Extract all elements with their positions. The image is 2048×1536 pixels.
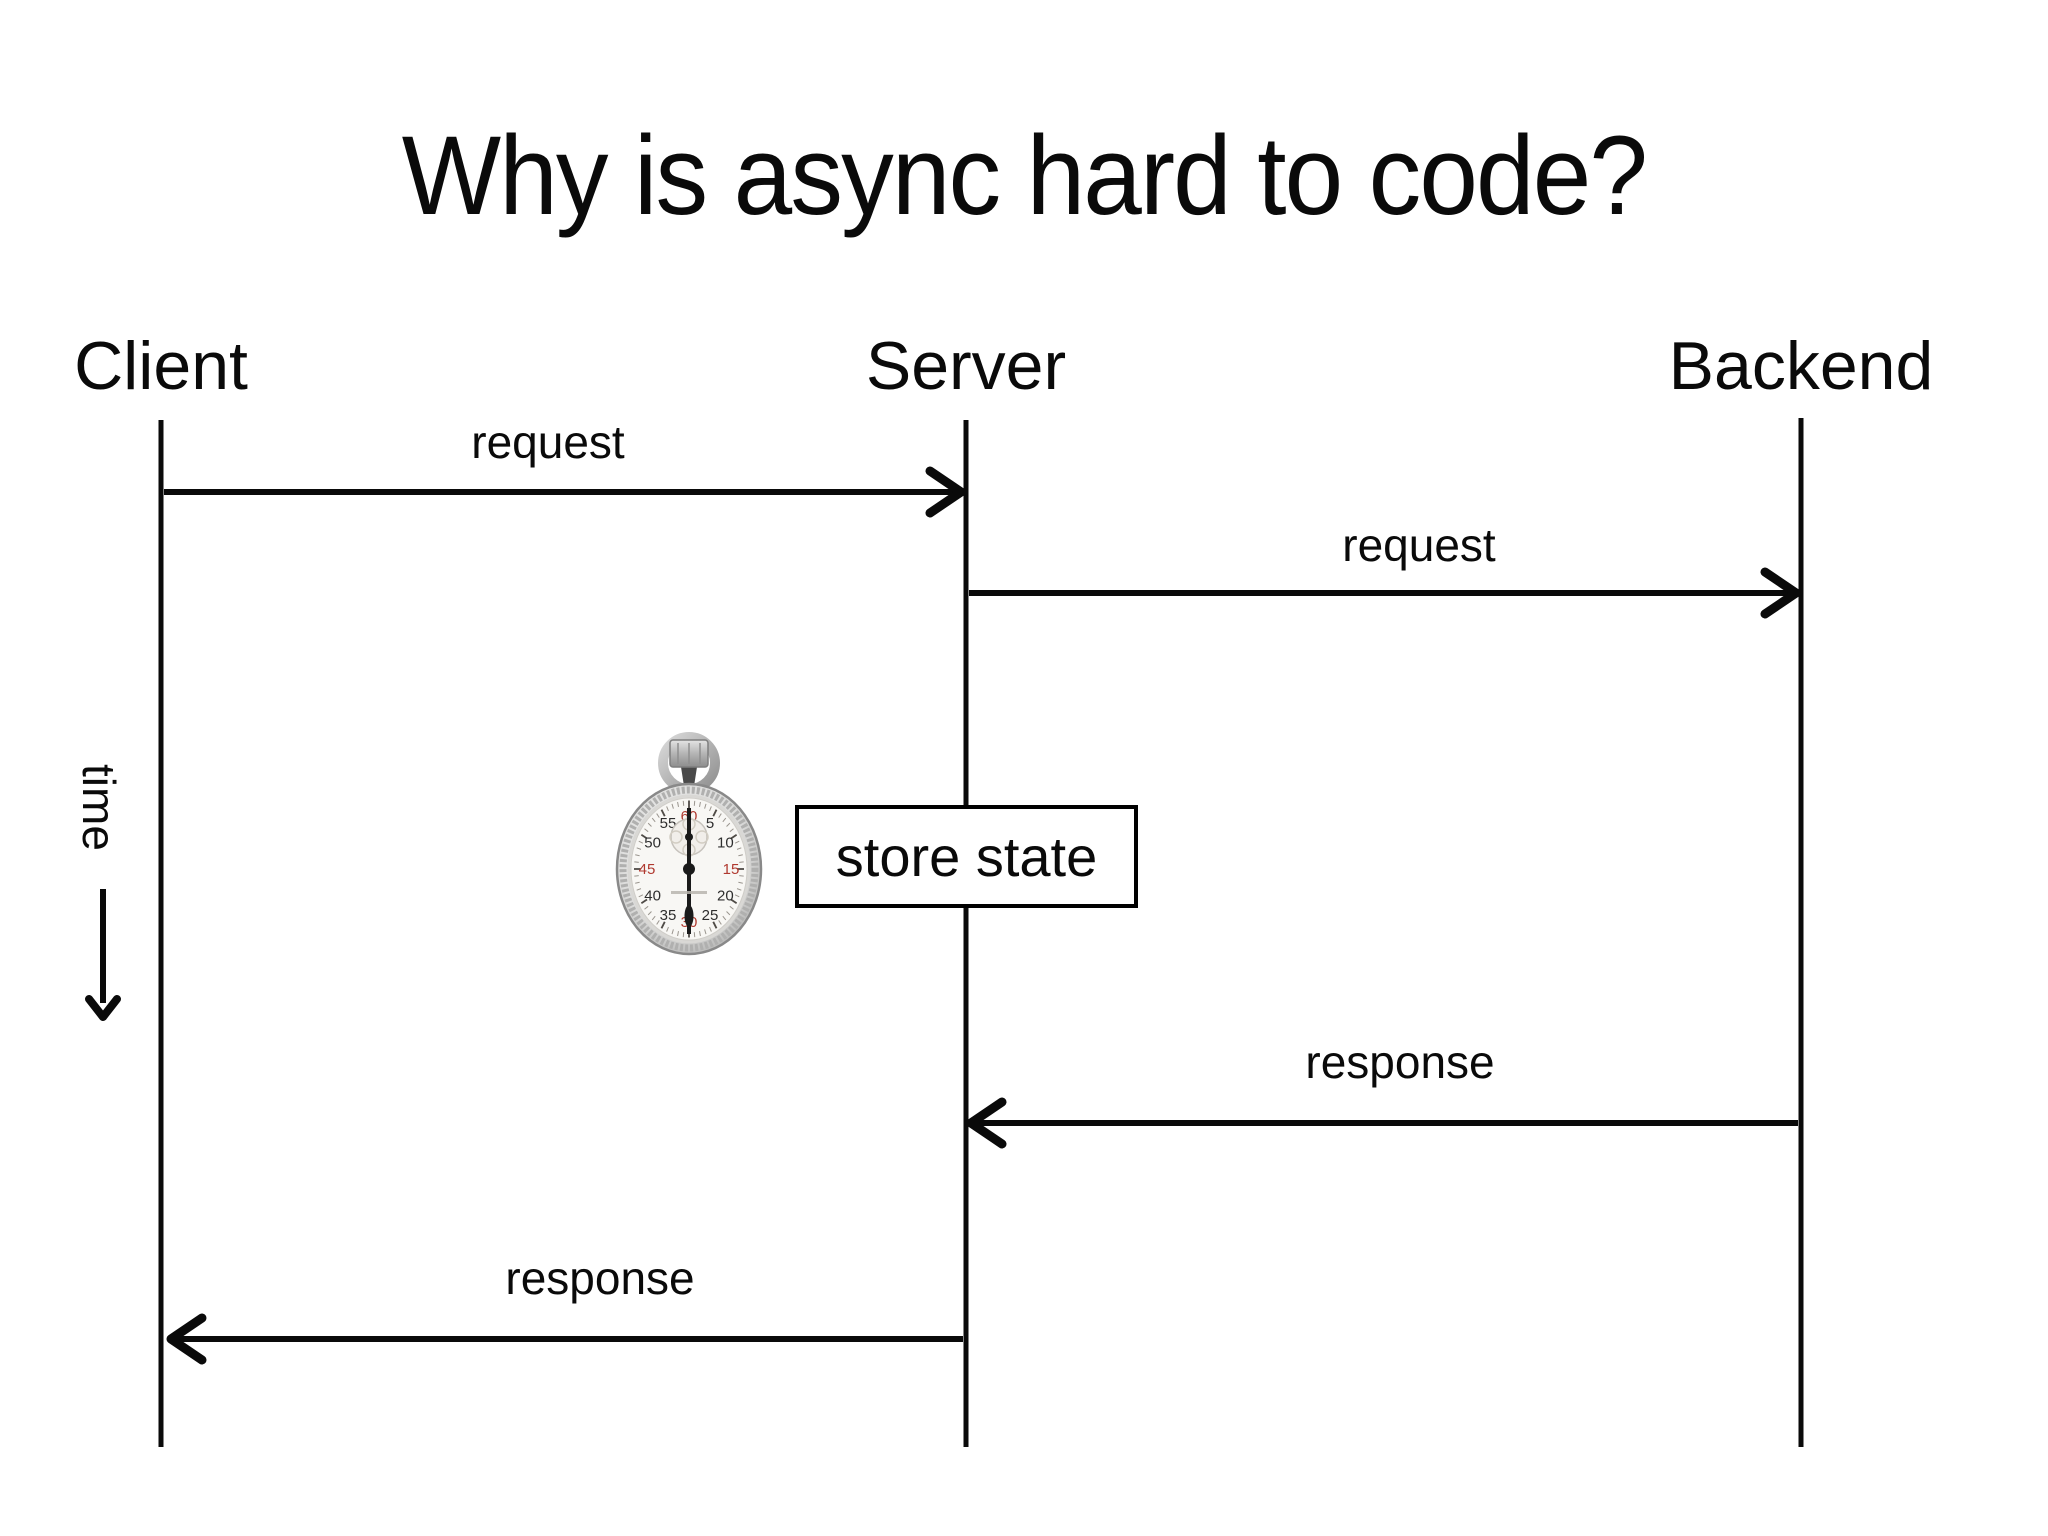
stopwatch-dial-number: 25 (702, 907, 719, 924)
stopwatch-dial-number: 40 (644, 887, 661, 904)
message-label-response-1: response (1305, 1036, 1495, 1088)
stopwatch-tick (638, 894, 644, 898)
stopwatch-dial-number: 55 (660, 815, 677, 832)
stopwatch-tick (729, 828, 734, 833)
stopwatch-tick (666, 806, 669, 812)
stopwatch-tick (736, 888, 742, 891)
actor-label-backend: Backend (1668, 328, 1934, 404)
stopwatch-tick (704, 803, 707, 809)
response-arrow-server-to-client (166, 1313, 963, 1365)
actor-label-server: Server (865, 328, 1067, 404)
stopwatch-tick (699, 931, 701, 937)
stopwatch-tick (738, 881, 743, 884)
stopwatch-tick (671, 929, 674, 935)
stopwatch-tick (718, 813, 722, 818)
stopwatch-tick (636, 888, 642, 891)
stopwatch-tick (704, 929, 707, 935)
stopwatch-tick (660, 921, 666, 929)
page-title: Why is async hard to code? (401, 113, 1648, 238)
stopwatch-tick (739, 861, 744, 863)
message-label-request-1: request (471, 416, 625, 468)
stopwatch-tick (729, 905, 734, 910)
stopwatch-tick (722, 915, 727, 921)
stopwatch-tick (651, 915, 656, 921)
stopwatch-tick (640, 834, 648, 840)
stopwatch-dial-number: 15 (723, 861, 740, 878)
stopwatch-brand-mark (671, 891, 707, 894)
stopwatch-dial-number: 35 (660, 907, 677, 924)
stopwatch-tick (644, 828, 649, 833)
stopwatch-tick (644, 905, 649, 910)
response-arrow-backend-to-server (966, 1097, 1798, 1149)
stopwatch-tick (634, 861, 639, 863)
stopwatch-tick (647, 911, 652, 916)
stopwatch-image: 60510152025303540455055 (615, 732, 763, 956)
time-axis-label: time (72, 764, 125, 851)
stopwatch-tick (677, 931, 679, 937)
stopwatch-dial-number: 20 (717, 887, 734, 904)
stopwatch-tick (726, 911, 731, 916)
stopwatch-tick (635, 881, 640, 884)
stopwatch-dial-number: 50 (644, 834, 661, 851)
stopwatch-ticks (634, 800, 744, 938)
store-state-label: store state (835, 825, 1098, 888)
stopwatch-tick (718, 920, 722, 925)
stopwatch-tick (660, 809, 666, 817)
stopwatch-tick (656, 920, 660, 925)
stopwatch-dial-number: 5 (706, 815, 714, 832)
stopwatch-tick (638, 840, 644, 844)
message-label-response-2: response (505, 1252, 695, 1304)
stopwatch-tick (634, 875, 639, 877)
stopwatch-tick (647, 822, 652, 827)
stopwatch-dial-number: 10 (717, 834, 734, 851)
actor-label-client: Client (74, 328, 248, 404)
stopwatch-tick (651, 817, 656, 823)
stopwatch-tick (738, 854, 743, 857)
stopwatch-tick (712, 921, 718, 929)
stopwatch-tick (709, 926, 712, 932)
store-state-box: store state (795, 805, 1138, 908)
stopwatch-tick (730, 834, 738, 840)
request-arrow-client-to-server (164, 466, 966, 518)
stopwatch-hands (683, 808, 695, 934)
stopwatch-tick (677, 801, 679, 807)
stopwatch-tick (736, 847, 742, 850)
stopwatch-tick (640, 898, 648, 904)
time-axis-arrow (85, 889, 121, 1021)
stopwatch-tick (730, 898, 738, 904)
stopwatch-tick (709, 806, 712, 812)
stopwatch-tick (671, 803, 674, 809)
stopwatch-dial-number: 45 (639, 861, 656, 878)
stopwatch-tick (636, 847, 642, 850)
stopwatch-tick (734, 894, 740, 898)
stopwatch-tick (739, 875, 744, 877)
stopwatch-tick (726, 822, 731, 827)
stopwatch-tick (656, 813, 660, 818)
stopwatch-tick (666, 926, 669, 932)
stopwatch-bezel (619, 786, 759, 952)
request-arrow-server-to-backend (969, 567, 1801, 619)
stopwatch-tick (699, 801, 701, 807)
stopwatch-tick (722, 817, 727, 823)
stopwatch-tick (635, 854, 640, 857)
stopwatch-tick (712, 809, 718, 817)
stopwatch-tick (734, 840, 740, 844)
message-label-request-2: request (1342, 519, 1496, 571)
